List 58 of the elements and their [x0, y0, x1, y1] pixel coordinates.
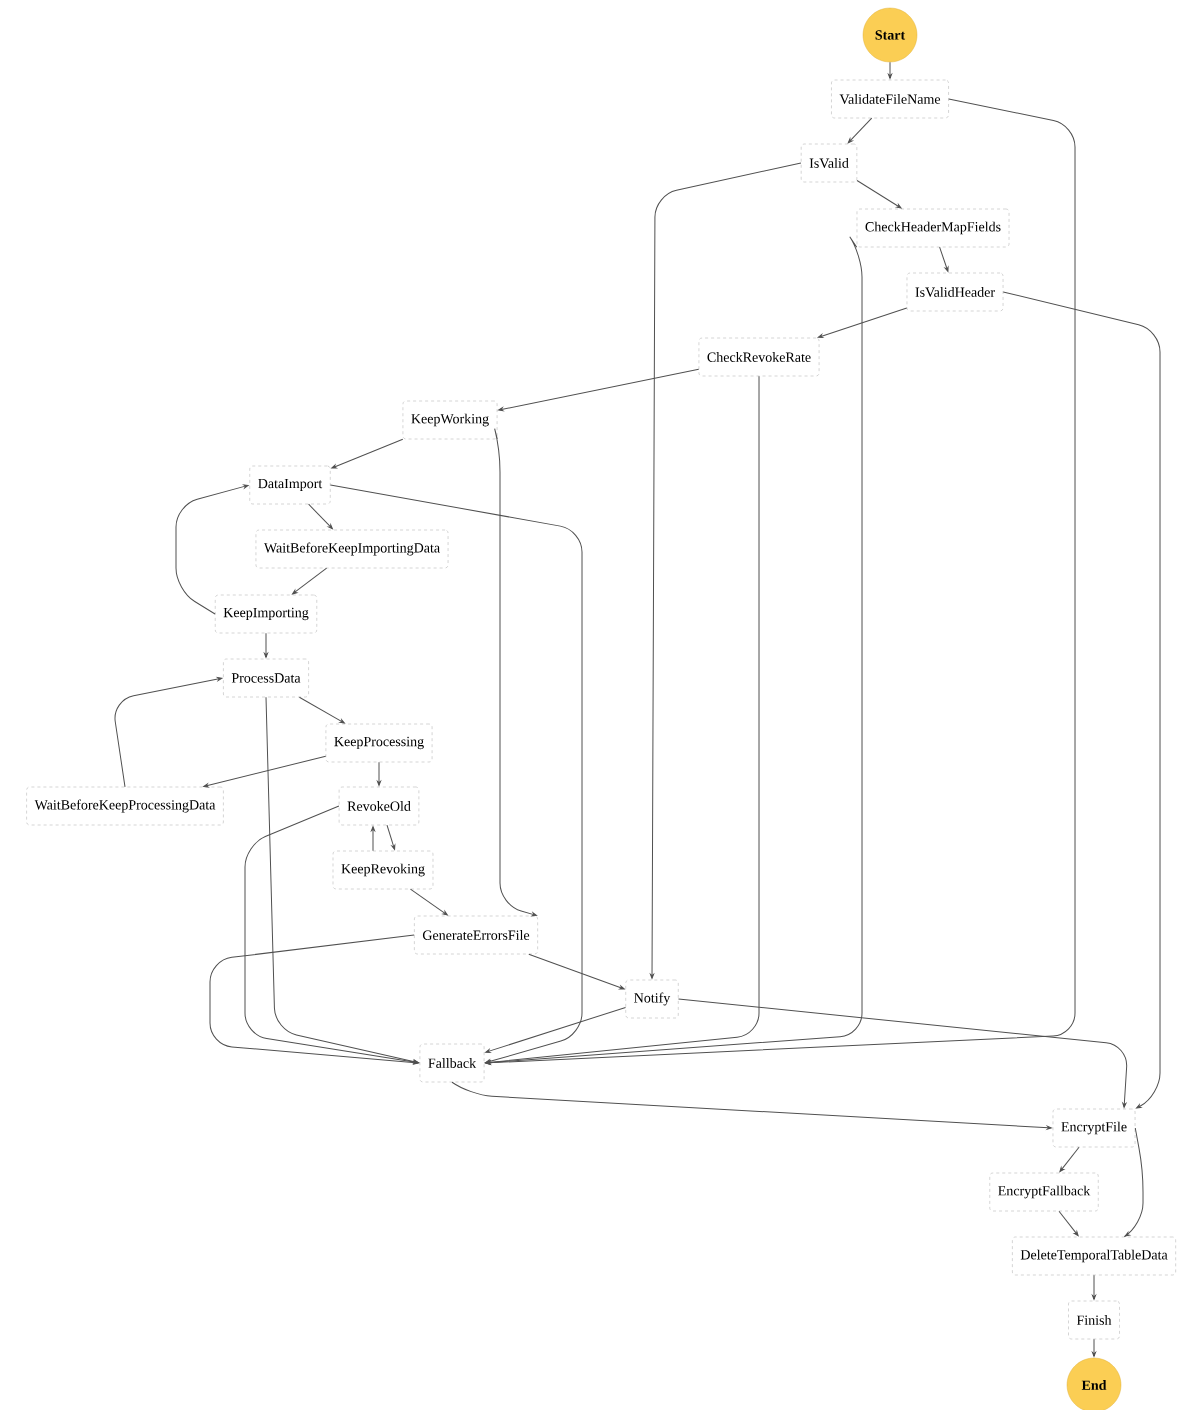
- arrow: [888, 61, 892, 79]
- state-box: DeleteTemporalTableData: [1012, 1236, 1176, 1276]
- arrow: [114, 677, 223, 788]
- arrow: [1059, 1146, 1080, 1173]
- arrow: [409, 888, 448, 916]
- arrow: [678, 998, 1128, 1108]
- arrow: [1092, 1274, 1096, 1300]
- arrow: [308, 503, 333, 530]
- arrow: [264, 632, 268, 658]
- state-box: GenerateErrorsFile: [414, 915, 538, 955]
- arrow: [856, 180, 902, 209]
- state-box: KeepProcessing: [325, 723, 433, 763]
- arrow: [331, 438, 404, 469]
- state-box: EncryptFallback: [989, 1172, 1099, 1212]
- state-box: WaitBeforeKeepProcessingData: [26, 786, 224, 826]
- arrow: [371, 826, 375, 852]
- arrow: [528, 953, 625, 990]
- arrow: [1002, 291, 1161, 1109]
- arrow: [377, 761, 381, 786]
- state-box: Finish: [1068, 1300, 1120, 1340]
- state-box: ProcessData: [223, 658, 309, 698]
- state-box: Notify: [625, 979, 679, 1019]
- arrow: [817, 307, 908, 339]
- arrow: [244, 805, 419, 1065]
- state-box: CheckRevokeRate: [698, 337, 820, 377]
- state-box: EncryptFile: [1052, 1108, 1136, 1148]
- state-box: KeepImporting: [215, 594, 317, 634]
- arrow: [1092, 1338, 1096, 1357]
- state-box: ValidateFileName: [831, 79, 949, 119]
- arrow: [847, 117, 873, 144]
- arrow: [498, 368, 700, 412]
- arrow: [209, 934, 419, 1065]
- arrow: [265, 696, 419, 1064]
- state-box: KeepRevoking: [332, 850, 434, 890]
- arrow: [494, 428, 537, 917]
- arrow: [485, 236, 863, 1065]
- arrow: [1058, 1210, 1079, 1237]
- state-box: WaitBeforeKeepImportingData: [255, 529, 449, 569]
- state-box: IsValid: [800, 143, 858, 183]
- arrow: [292, 567, 328, 595]
- state-box: IsValidHeader: [906, 272, 1004, 312]
- arrow: [485, 98, 1076, 1065]
- arrow: [203, 755, 327, 788]
- arrow: [451, 1081, 1052, 1130]
- state-box: Fallback: [419, 1043, 485, 1083]
- arrow: [939, 246, 949, 272]
- state-box: KeepWorking: [402, 400, 498, 440]
- arrow: [485, 1006, 627, 1053]
- state-box: RevokeOld: [338, 786, 420, 826]
- arrow: [298, 696, 345, 724]
- arrow: [329, 484, 583, 1064]
- arrow: [175, 484, 249, 615]
- state-box: DataImport: [249, 465, 331, 505]
- arrow: [386, 824, 396, 850]
- arrow: [485, 375, 760, 1065]
- arrow: [650, 162, 802, 979]
- state-box: CheckHeaderMapFields: [856, 208, 1010, 248]
- arrow: [1123, 1127, 1144, 1238]
